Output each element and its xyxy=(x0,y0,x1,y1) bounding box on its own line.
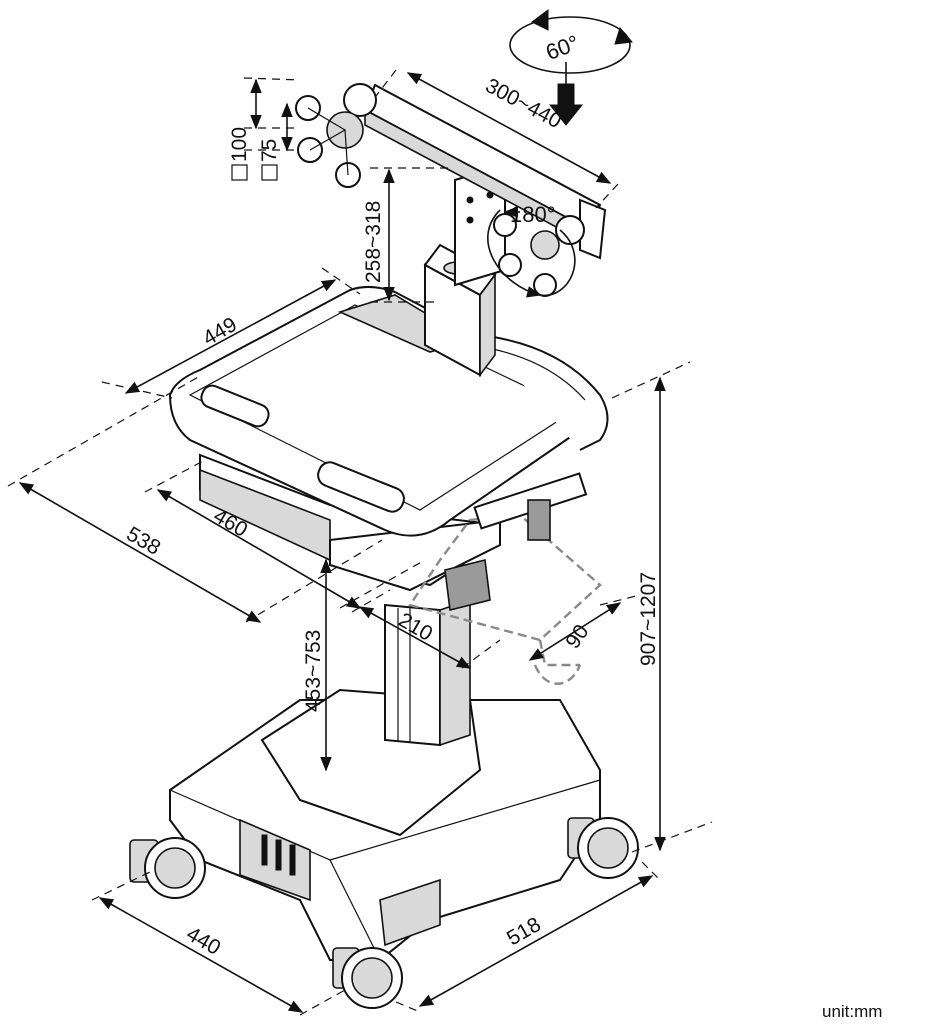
caster-front-right xyxy=(567,817,639,879)
vesa-small-label: 75 xyxy=(258,139,281,162)
dimension-arm-height: 258~318 xyxy=(362,167,450,303)
rotate-indicator: 180° xyxy=(487,202,576,298)
arm-width-label: 300~440 xyxy=(482,74,566,133)
caster-front-left xyxy=(129,837,206,899)
vesa-plate-left xyxy=(295,83,377,188)
unit-label: unit:mm xyxy=(822,1002,882,1021)
tilt-angle-label: 60° xyxy=(542,30,582,65)
worksurface-width-label: 538 xyxy=(123,522,165,559)
base-width-label: 518 xyxy=(503,913,545,950)
dimension-worksurface-height: 453~753 xyxy=(302,558,332,772)
dimension-total-height: 907~1207 xyxy=(611,361,713,853)
dimension-mouse-tray: 90 xyxy=(528,594,641,661)
dimension-vesa: 100 75 xyxy=(228,77,301,181)
total-height-label: 907~1207 xyxy=(637,572,660,666)
arm-height-label: 258~318 xyxy=(362,201,385,283)
base-depth-label: 440 xyxy=(183,922,225,959)
monitor-mast xyxy=(423,163,506,378)
vesa-large-label: 100 xyxy=(228,127,251,162)
worksurface-depth-label: 449 xyxy=(199,313,241,350)
mouse-tray-label: 90 xyxy=(561,621,593,653)
rotate-angle-label: 180° xyxy=(510,202,556,227)
worksurface-height-label: 453~753 xyxy=(302,630,325,712)
caster-rear xyxy=(332,947,403,1009)
